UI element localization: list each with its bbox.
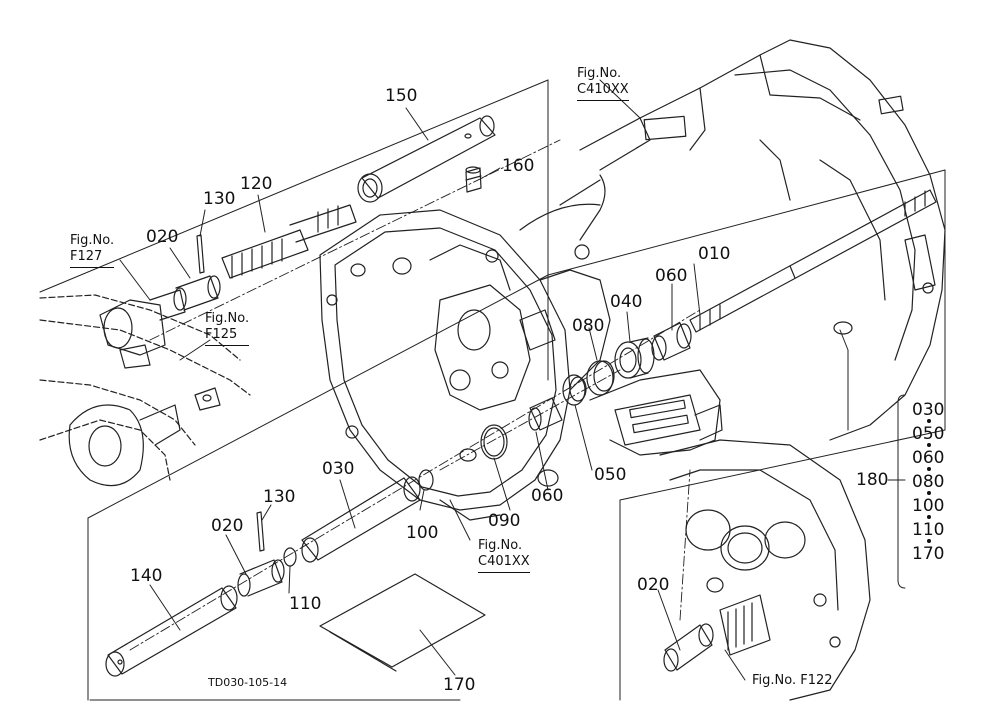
callout-020-lower: 020 <box>211 516 244 536</box>
part-010 <box>689 189 937 333</box>
part-100 <box>418 469 434 491</box>
fig-ref-label: Fig.No. <box>752 673 797 688</box>
callout-160: 160 <box>502 156 535 176</box>
kit-item: 080 <box>912 467 945 492</box>
callout-150: 150 <box>385 86 418 106</box>
callout-090: 090 <box>488 511 521 531</box>
callout-170: 170 <box>443 675 476 695</box>
part-130-upper <box>196 234 205 274</box>
part-160 <box>465 166 482 193</box>
part-130-lower <box>256 511 265 552</box>
fig-ref-c401: Fig.No. C401XX <box>478 538 530 573</box>
callout-180: 180 <box>856 470 889 490</box>
fig-ref-f127: Fig.No. F127 <box>70 233 115 268</box>
frame-lines <box>39 79 946 701</box>
callout-140: 140 <box>130 566 163 586</box>
fig-ref-number: C410XX <box>577 82 629 101</box>
kit-180-contents: 030 050 060 080 100 110 170 <box>912 398 944 566</box>
part-040 <box>614 337 655 379</box>
callout-100: 100 <box>406 523 439 543</box>
callout-020-right: 020 <box>637 575 670 595</box>
part-030 <box>301 476 421 563</box>
callout-060-upper: 060 <box>655 266 688 286</box>
fig-ref-label: Fig.No. <box>70 233 115 248</box>
transmission-case-rear <box>519 39 946 441</box>
callout-130-lower: 130 <box>263 487 296 507</box>
fig-ref-number: C401XX <box>478 554 530 573</box>
part-060-lower <box>528 397 563 431</box>
centre-lines <box>129 139 701 651</box>
part-020-upper <box>173 275 221 311</box>
leader-lines <box>119 79 906 681</box>
part-080 <box>586 360 615 396</box>
drawing-id: TD030-105-14 <box>208 676 288 689</box>
fig-ref-number: F127 <box>70 249 115 268</box>
kit-item: 100 <box>912 491 945 516</box>
callout-040: 040 <box>610 292 643 312</box>
callout-060-lower: 060 <box>531 486 564 506</box>
callout-010: 010 <box>698 244 731 264</box>
part-150 <box>357 115 496 203</box>
fig-ref-number: F122 <box>800 673 833 688</box>
callout-110: 110 <box>289 594 322 614</box>
kit-item: 110 <box>912 515 945 540</box>
fig-ref-number: F125 <box>205 327 250 346</box>
callout-120: 120 <box>240 174 273 194</box>
kit-item: 050 <box>912 419 945 444</box>
coupling-part <box>99 289 186 356</box>
fig-ref-label: Fig.No. <box>577 66 622 81</box>
callout-130-upper: 130 <box>203 189 236 209</box>
gear-case <box>659 439 871 701</box>
front-axle-bracket <box>68 344 221 487</box>
part-120 <box>221 204 357 279</box>
callout-080: 080 <box>572 316 605 336</box>
part-020-right <box>663 623 714 672</box>
kit-item: 060 <box>912 443 945 468</box>
front-housing <box>319 209 723 521</box>
fig-ref-label: Fig.No. <box>478 538 523 553</box>
kit-item: 170 <box>912 539 945 564</box>
fig-ref-c410: Fig.No. C410XX <box>577 66 629 101</box>
front-axle-housing <box>39 294 251 481</box>
fig-ref-label: Fig.No. <box>205 311 250 326</box>
part-140 <box>105 585 238 677</box>
callout-050: 050 <box>594 465 627 485</box>
part-170 <box>319 573 486 672</box>
fig-ref-f125: Fig.No. F125 <box>205 311 250 346</box>
callout-020-upper: 020 <box>146 227 179 247</box>
part-020-lower <box>237 559 285 597</box>
part-090 <box>480 424 508 460</box>
kit-item: 030 <box>912 400 945 420</box>
fig-ref-f122: Fig.No. F122 <box>752 673 833 689</box>
callout-030: 030 <box>322 459 355 479</box>
